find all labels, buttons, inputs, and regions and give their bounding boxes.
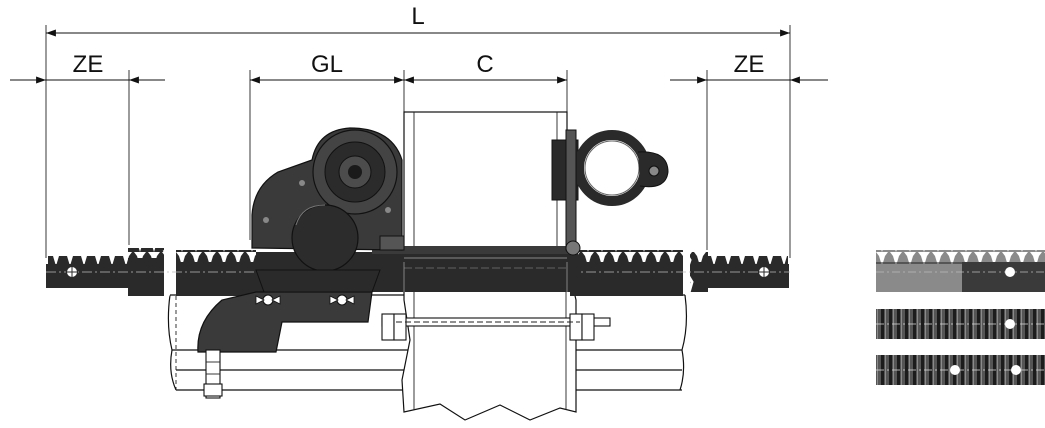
clamp-bolt — [381, 313, 611, 341]
rack-variant-ribbed-double-hole — [876, 355, 1045, 385]
wing-nut-icon — [329, 294, 355, 306]
label-zero-end-left: ZE — [73, 51, 104, 78]
label-zero-end-right: ZE — [734, 51, 765, 78]
gear-rack — [46, 248, 790, 297]
label-column: C — [476, 51, 493, 78]
label-gear-length: GL — [311, 51, 343, 78]
clamp-screw-icon — [648, 165, 660, 177]
dimension-labels: L ZE GL C ZE — [73, 3, 765, 78]
rack-variant-ribbed-single-hole — [876, 309, 1045, 339]
gear-motor — [251, 127, 405, 272]
dimension-lines — [10, 25, 828, 258]
label-total-length: L — [411, 3, 424, 30]
rack-variant-toothed — [876, 250, 1045, 292]
wing-nut-icon — [255, 294, 281, 306]
column — [401, 111, 577, 421]
column-clamp-ring — [551, 129, 669, 256]
motor-bracket — [197, 269, 381, 399]
